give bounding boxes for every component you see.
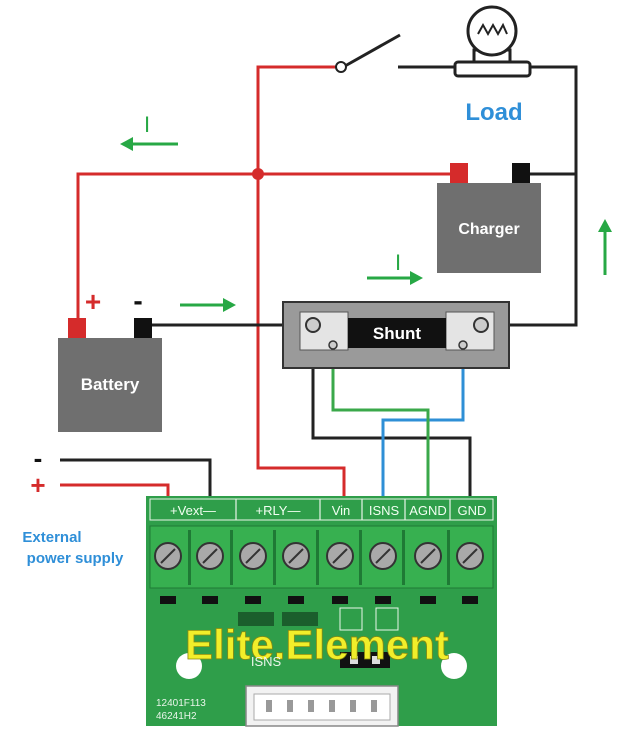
board-code-line2: 46241H2 xyxy=(156,711,197,722)
load-bulb-icon xyxy=(453,5,532,78)
battery-plus-sign: + xyxy=(85,286,101,317)
switch xyxy=(335,33,455,73)
wire-switch-to-junction xyxy=(256,65,338,174)
terminal-block xyxy=(149,525,494,589)
charger-plus-terminal xyxy=(450,163,468,183)
arrow-up-right-icon xyxy=(598,219,612,275)
wire-sense-blue xyxy=(381,345,465,555)
header-vext: +Vext— xyxy=(170,503,216,518)
board-connector xyxy=(245,685,399,727)
terminal-header-dividers xyxy=(235,499,451,520)
shunt-left-sense-screw-icon xyxy=(328,340,338,350)
shunt-right-sense-screw-icon xyxy=(458,340,468,350)
header-rly: +RLY— xyxy=(256,503,301,518)
charger: Charger xyxy=(437,163,541,273)
shunt-left-plate xyxy=(299,311,349,351)
current-label-shunt: I xyxy=(395,250,401,275)
shunt-right-bolt-icon xyxy=(473,317,489,333)
battery-box xyxy=(58,338,162,432)
load-label: Load xyxy=(465,99,522,126)
mount-hole-right xyxy=(441,653,467,679)
external-power-label-line2: power supply xyxy=(27,550,124,567)
shunt-label-bg xyxy=(348,318,446,348)
header-vin: Vin xyxy=(332,503,351,518)
battery-label: Battery xyxy=(81,375,140,394)
board-components xyxy=(238,607,399,668)
external-power-label-line1: External xyxy=(22,529,81,546)
board-brand: Elite.Element xyxy=(185,621,449,668)
wire-sense-green xyxy=(331,345,430,555)
board-code-line1: 12401F113 xyxy=(156,698,206,709)
charger-minus-terminal xyxy=(512,163,530,183)
switch-contact xyxy=(335,61,347,73)
arrow-right-shunt-icon xyxy=(367,271,423,285)
wire-load-to-charger xyxy=(520,65,578,176)
junction-dot xyxy=(252,168,264,180)
battery: Battery xyxy=(58,318,162,432)
battery-minus-terminal xyxy=(134,318,152,338)
terminal-header-labels: +Vext— +RLY— Vin ISNS AGND GND xyxy=(170,503,486,518)
switch-lever xyxy=(344,33,401,68)
arrow-left-top-icon xyxy=(120,137,178,151)
battery-plus-terminal xyxy=(68,318,86,338)
board-isns-label: ISNS xyxy=(251,654,282,669)
ext-minus-sign: - xyxy=(34,443,43,473)
ext-plus-sign: + xyxy=(30,470,45,500)
header-isns: ISNS xyxy=(369,503,400,518)
charger-label: Charger xyxy=(458,221,519,238)
header-agnd: AGND xyxy=(409,503,447,518)
battery-minus-sign: - xyxy=(133,285,142,316)
wire-charger-to-shunt-right xyxy=(487,174,578,327)
mount-hole-left xyxy=(176,653,202,679)
arrow-right-battery-icon xyxy=(180,298,236,312)
current-arrows xyxy=(120,137,612,312)
circuit-board: +Vext— +RLY— Vin ISNS AGND GND xyxy=(146,496,497,727)
header-gnd: GND xyxy=(458,503,487,518)
charger-box xyxy=(437,183,541,273)
shunt-left-bolt-icon xyxy=(305,317,321,333)
current-label-top: I xyxy=(144,112,150,137)
shunt: Shunt xyxy=(282,301,510,369)
shunt-label: Shunt xyxy=(373,324,421,343)
shunt-right-plate xyxy=(445,311,495,351)
terminal-pins xyxy=(160,596,478,604)
